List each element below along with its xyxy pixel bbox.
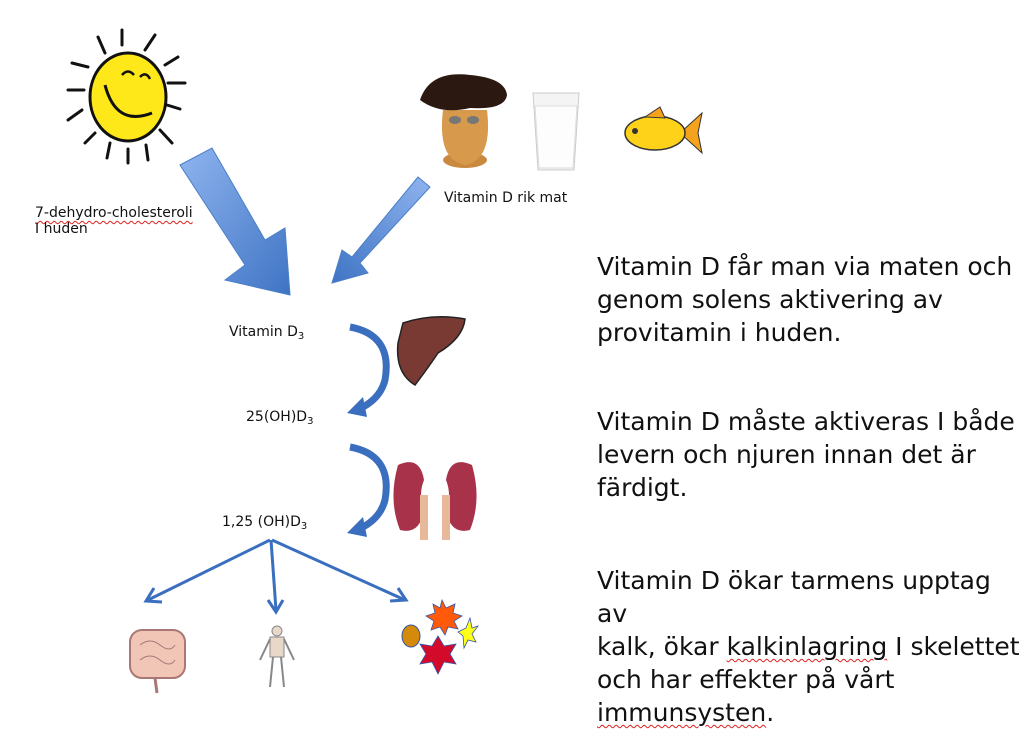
food-label: Vitamin D rik mat — [444, 190, 568, 206]
immune-system-icon — [401, 598, 480, 675]
liver-icon — [396, 316, 466, 386]
skeleton-icon — [259, 625, 295, 688]
sun-icon — [66, 28, 187, 165]
arrow-sun-to-vitamin-icon — [179, 147, 291, 296]
125ohd3-label: 1,25 (OH)D3 — [222, 514, 308, 532]
text-block-activation: Vitamin D måste aktiveras I både levern … — [597, 407, 1015, 502]
text-block-sources: Vitamin D får man via maten och genom so… — [597, 252, 1013, 347]
milk-glass-icon — [532, 92, 580, 171]
branch-arrows-icon — [143, 538, 409, 615]
curved-arrow-liver-icon — [347, 323, 390, 417]
vitamin-d3-label: Vitamin D3 — [229, 324, 305, 342]
sun-label: 7-dehydro-cholesteroli I huden — [35, 205, 193, 237]
curved-arrow-kidney-icon — [347, 443, 390, 537]
arrow-food-to-vitamin-icon — [331, 176, 431, 284]
text-block-effects: Vitamin D ökar tarmens upptag av kalk, ö… — [597, 566, 1020, 727]
25ohd3-label: 25(OH)D3 — [246, 409, 314, 427]
mushroom-icon — [420, 74, 507, 168]
fish-icon — [624, 106, 703, 155]
intestine-icon — [129, 629, 186, 694]
kidneys-icon — [393, 462, 477, 540]
